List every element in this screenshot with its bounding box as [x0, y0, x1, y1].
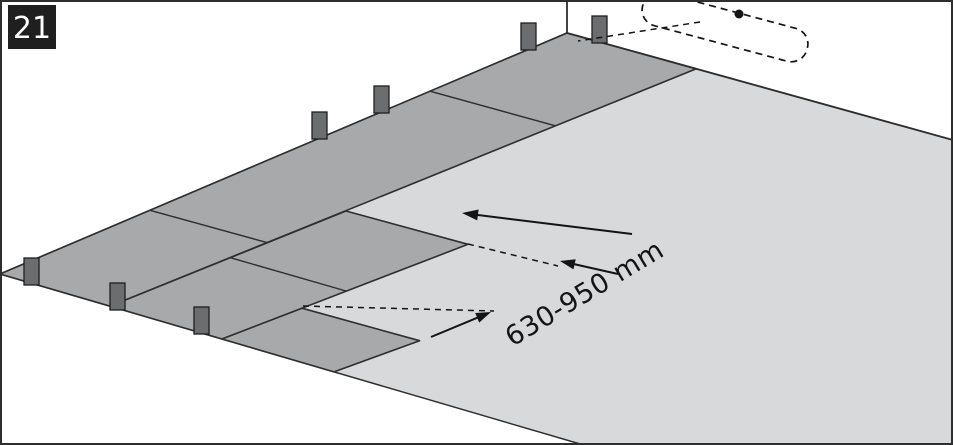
arrowhead-icon — [462, 209, 479, 221]
arrow-shaft — [475, 213, 633, 235]
right-wall-floor-line — [566, 32, 953, 141]
plank-row-3 — [221, 307, 421, 373]
spacer-wedge — [591, 15, 608, 44]
plank-seam — [229, 256, 347, 292]
dashed-extension-line-upper — [467, 243, 559, 267]
dashed-leader-line — [577, 21, 701, 42]
next-plank-guide — [577, 0, 809, 63]
step-badge: 21 — [8, 5, 56, 49]
spacers — [23, 15, 608, 335]
dashed-extension-line-lower — [302, 305, 495, 312]
dashed-plank-outline — [641, 0, 809, 63]
lower-dimension-arrow — [430, 312, 491, 338]
measurement-lines — [302, 243, 559, 312]
long-direction-arrow — [462, 209, 633, 235]
walls — [566, 0, 953, 141]
step-number: 21 — [13, 11, 51, 46]
spacer-wedge — [520, 22, 537, 51]
step-badge-box — [8, 5, 56, 49]
arrow-shaft — [572, 262, 619, 275]
plank-seam — [429, 90, 556, 127]
arrowhead-icon — [560, 259, 576, 270]
arrow-shaft — [430, 316, 479, 338]
arrowhead-icon — [475, 312, 491, 323]
upper-dimension-arrow — [560, 259, 619, 275]
spacer-wedge — [373, 85, 390, 114]
measurement-arrows — [430, 209, 633, 338]
plank-seam — [149, 209, 268, 244]
spacer-wedge — [23, 257, 40, 286]
spacer-wedge — [109, 282, 126, 311]
reference-dot — [734, 9, 744, 19]
spacer-wedge — [193, 306, 210, 335]
spacer-wedge — [311, 111, 328, 140]
